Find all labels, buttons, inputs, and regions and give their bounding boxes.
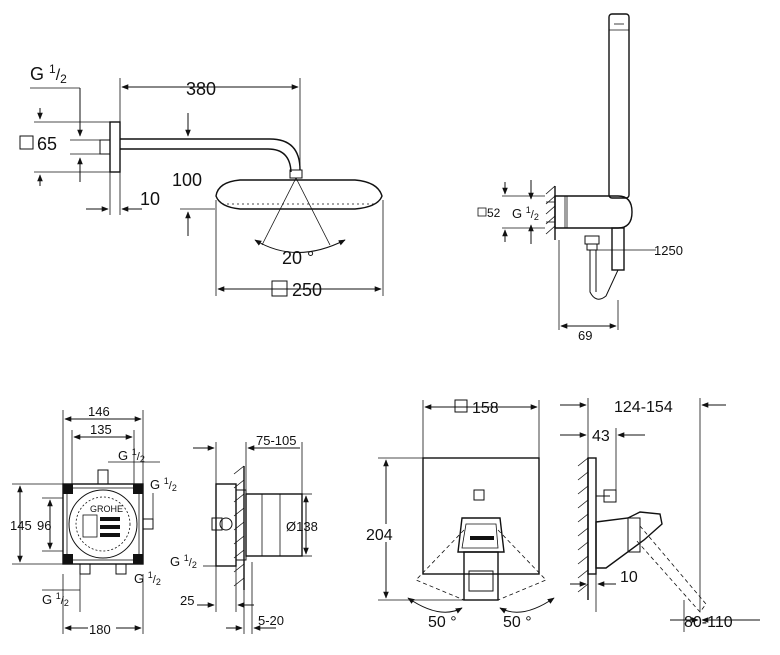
hand-shower-view: 69 1250 52 G 1/2 — [477, 13, 683, 343]
box-height-inner-label: 96 — [37, 518, 51, 533]
trim-offset-label: 10 — [620, 569, 638, 586]
trim-width-label: 158 — [472, 400, 499, 417]
trim-angle-left-label: 50 ° — [428, 614, 457, 631]
drop-label: 100 — [172, 170, 202, 190]
box-range-label: 5-20 — [258, 613, 284, 628]
flange-size-label: 65 — [37, 134, 57, 154]
thread-label-box-right: G 1/2 — [150, 476, 177, 493]
projection-label: 69 — [578, 328, 592, 343]
box-diameter-label: Ø138 — [286, 519, 318, 534]
trim-front-view: 50 ° 50 ° 158 204 — [364, 399, 555, 631]
box-offset-label: 25 — [180, 593, 194, 608]
square-icon — [271, 280, 288, 297]
thread-label-box-top: G 1/2 — [118, 447, 145, 464]
thread-label-box-side: G 1/2 — [170, 553, 197, 570]
thread-label-box-bottom-left: G 1/2 — [42, 591, 69, 608]
shower-arm-view: 20 ° 380 G 1/2 65 10 100 — [19, 62, 384, 300]
trim-handle-label: 43 — [592, 428, 610, 445]
wall-offset-label: 10 — [140, 189, 160, 209]
trim-depth-label: 124-154 — [614, 399, 673, 416]
trim-height-label: 204 — [366, 527, 393, 544]
box-width-inner-label: 135 — [90, 422, 112, 437]
box-depth-label: 75-105 — [256, 433, 296, 448]
brand-label: GROHE — [90, 504, 123, 514]
arm-length-label: 380 — [186, 79, 216, 99]
square-icon — [454, 399, 468, 413]
box-height-outer-label: 145 — [10, 518, 32, 533]
svg-text:180: 180 — [89, 622, 111, 637]
thread-label-box-bottom-right: G 1/2 — [134, 570, 161, 587]
box-side-view: 75-105 Ø138 G 1/2 25 5-20 — [170, 433, 318, 634]
head-size-label: 250 — [292, 280, 322, 300]
trim-range-label: 80-110 — [684, 614, 733, 631]
thread-label-hand: G 1/2 — [512, 205, 539, 222]
tilt-angle-label: 20 ° — [282, 248, 314, 268]
trim-angle-right-label: 50 ° — [503, 614, 532, 631]
trim-side-view: 124-154 43 10 80-110 — [560, 398, 760, 632]
square-icon — [477, 207, 487, 217]
thread-label-arm: G 1/2 — [30, 62, 67, 86]
square-icon — [19, 135, 34, 150]
hand-flange-label: 52 — [487, 206, 501, 220]
hose-length-label: 1250 — [654, 243, 683, 258]
box-width-outer-label: 146 — [88, 404, 110, 419]
box-front-view: GROHE 146 135 G 1/2 G 1/2 G 1/2 G 1 — [10, 404, 177, 638]
